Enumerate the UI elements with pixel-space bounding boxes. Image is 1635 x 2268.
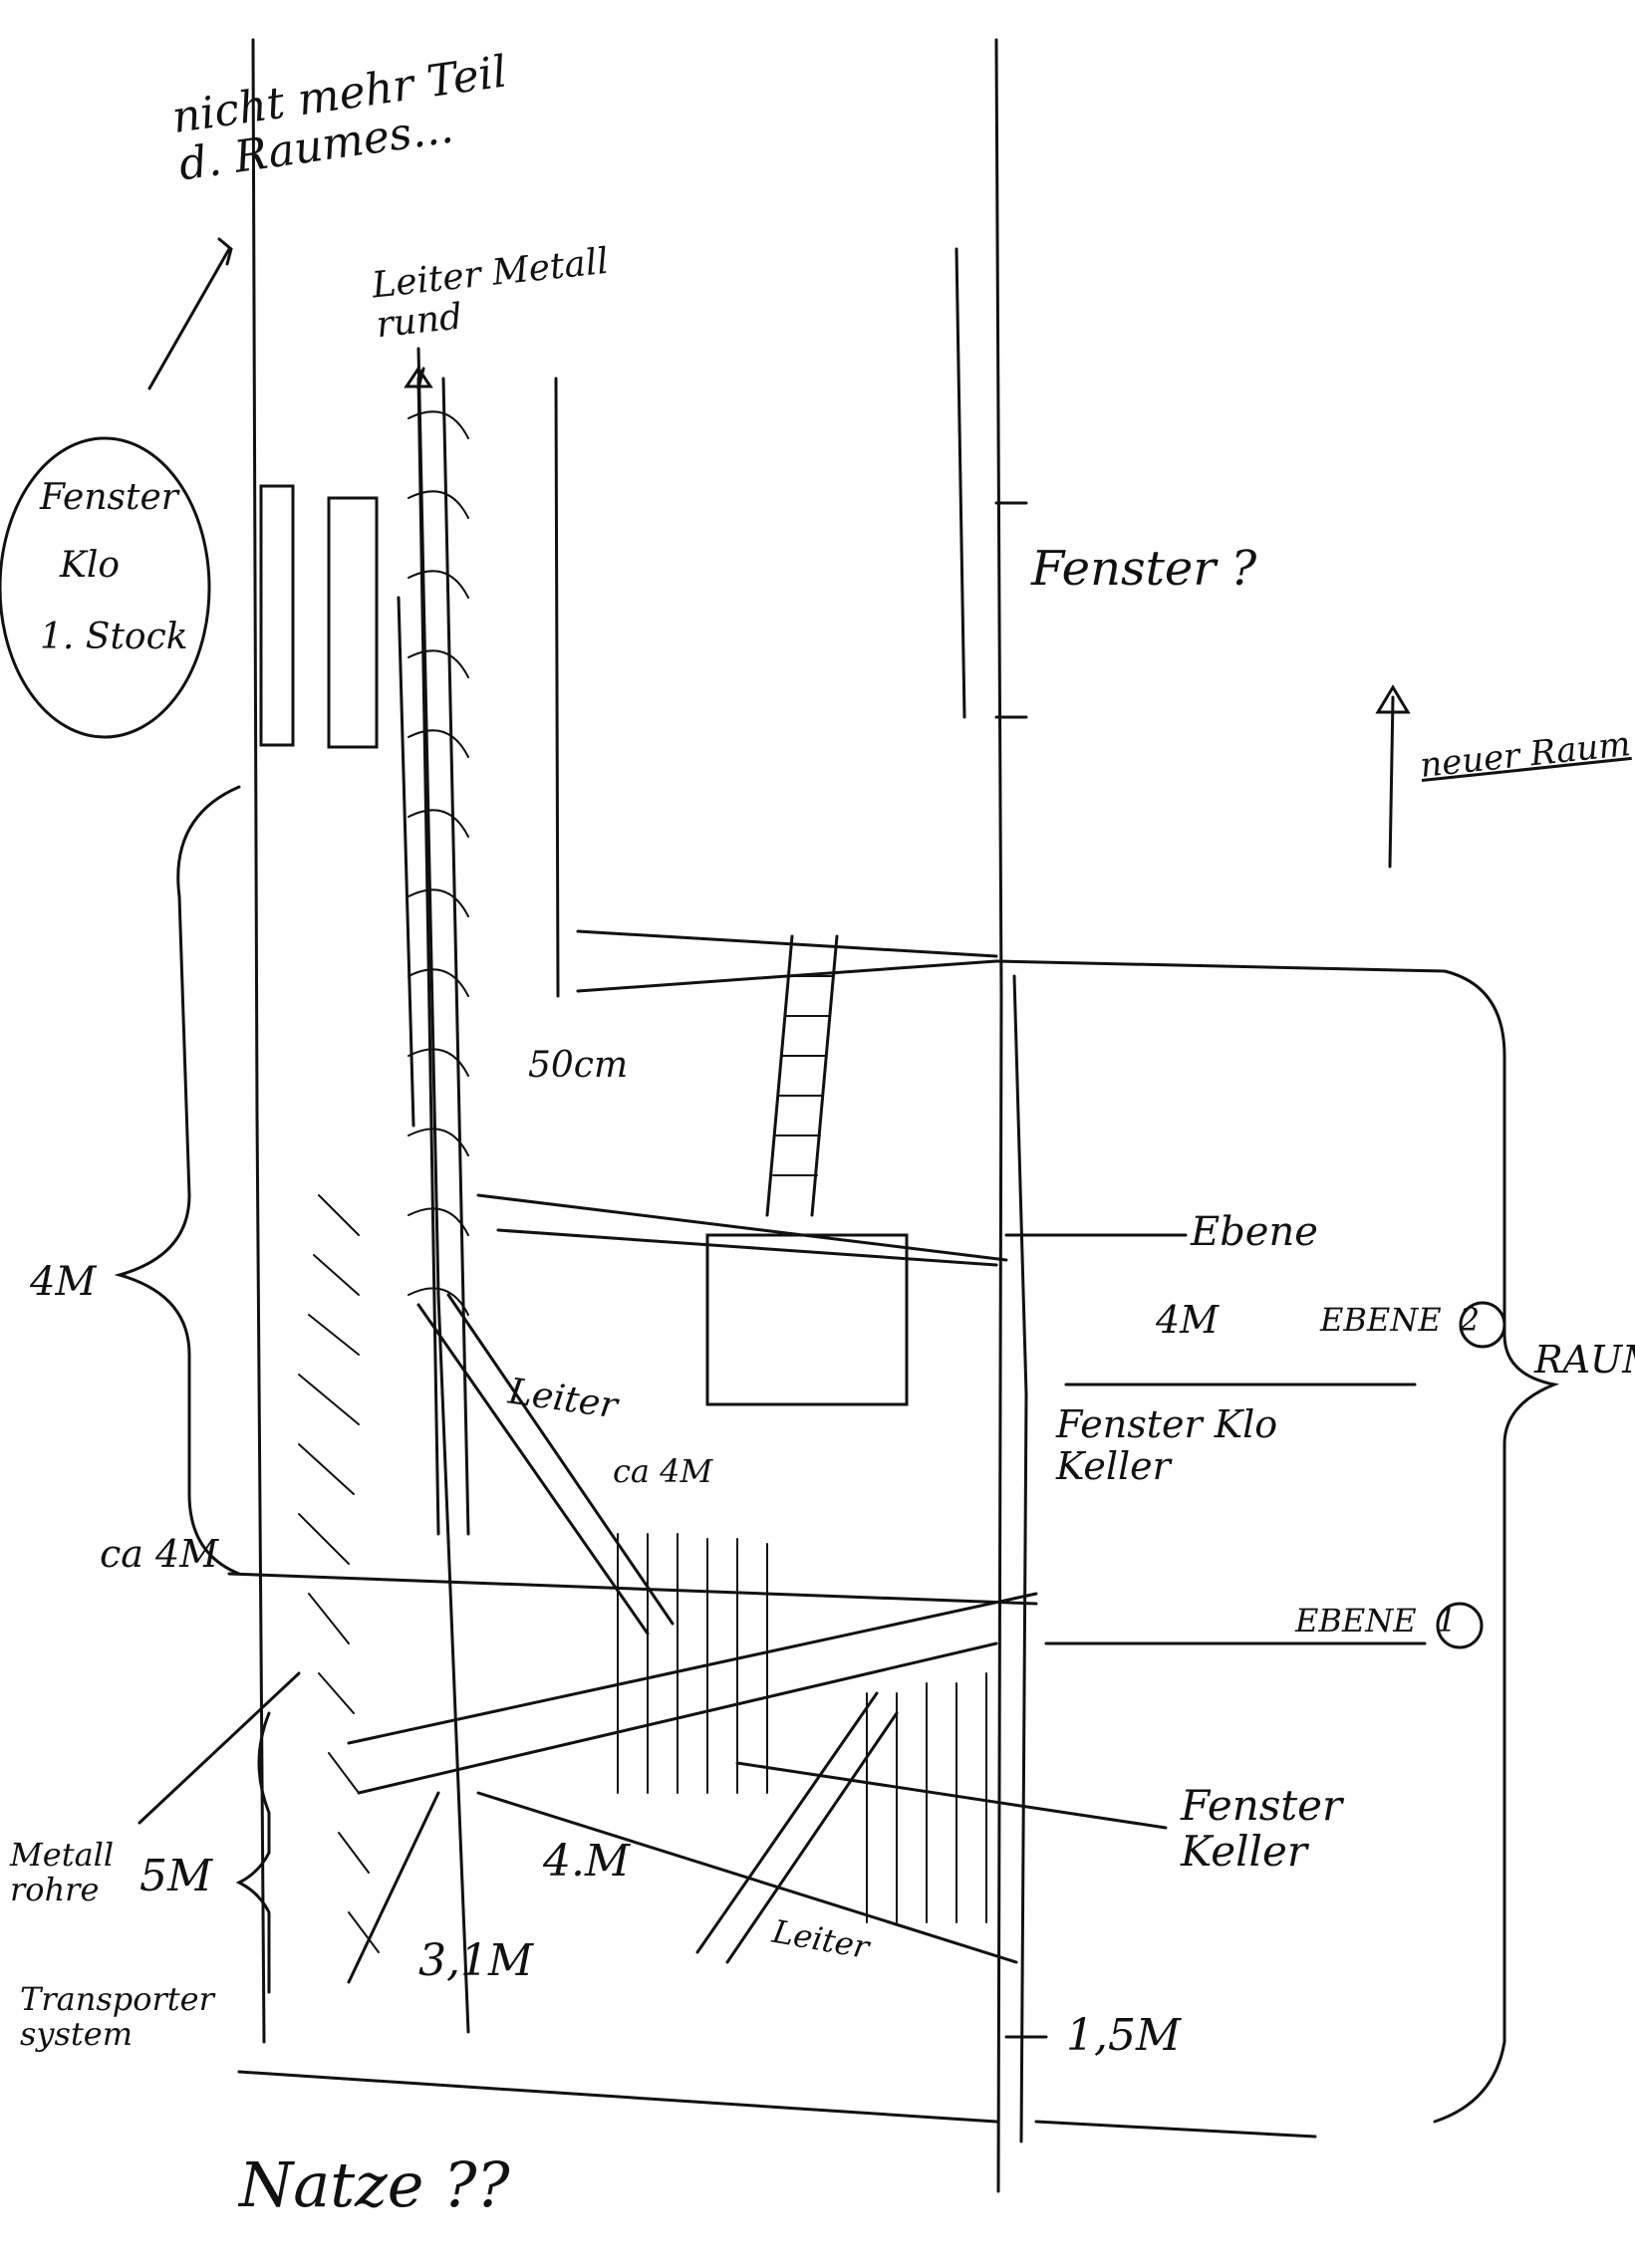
window-toilet-circle <box>0 436 211 739</box>
brace-right <box>994 959 1560 2124</box>
label-4m-left: 4M <box>30 1259 97 1305</box>
brace-left <box>114 785 241 1576</box>
metal-ladder-round <box>416 377 470 1536</box>
label-window-question: Fenster ? <box>1031 541 1257 597</box>
label-5m: 5M <box>139 1851 213 1901</box>
label-window-toilet-3: 1. Stock <box>40 617 188 657</box>
label-ca-4m-center: ca 4M <box>613 1452 713 1490</box>
ladder-lower <box>695 1691 899 1964</box>
left-inner-wall <box>416 347 470 2034</box>
inner-shaft-right <box>954 247 966 719</box>
label-room: RAUM <box>1534 1338 1635 1382</box>
level-1-circle <box>1436 1602 1484 1649</box>
ebene-line <box>476 1193 1008 1267</box>
label-window-toilet-2: Klo <box>60 545 121 586</box>
right-wall <box>994 38 1003 2193</box>
level-1-text: EBENE <box>1295 1602 1417 1639</box>
label-transport-system: Transporter system <box>20 1980 214 2054</box>
ladder-middle <box>416 1293 675 1636</box>
window-toilet-2 <box>327 496 379 749</box>
ground-line <box>237 2070 1317 2139</box>
level-2-text: EBENE <box>1320 1301 1442 1339</box>
window-toilet-1 <box>259 484 295 747</box>
level-2-circle <box>1459 1301 1506 1349</box>
label-1-5m: 1,5M <box>1066 2010 1182 2061</box>
label-4m-bottom: 4.M <box>543 1836 631 1887</box>
ladder-upper <box>765 934 839 1217</box>
inner-shaft-left <box>554 377 560 998</box>
label-level: Ebene <box>1191 1209 1318 1255</box>
window-cellar-toilet <box>705 1233 909 1406</box>
ladder-upper-rungs <box>772 975 833 1176</box>
label-50cm: 50cm <box>528 1045 629 1086</box>
hatched-wall <box>298 1194 987 1953</box>
label-level-1: EBENE 1 <box>1295 1602 1458 1639</box>
leader-fenster-keller <box>735 1761 1168 1830</box>
arrow-new-room <box>1375 684 1411 869</box>
label-4m-right: 4M <box>1156 1298 1220 1342</box>
ebene1-line <box>227 1572 1427 1645</box>
leader-fenster <box>994 501 1028 719</box>
right-wall-outer <box>1012 974 1028 2143</box>
label-window-toilet-1: Fenster <box>40 477 178 518</box>
leader-metal <box>137 1671 301 1825</box>
label-3-1m: 3,1M <box>418 1935 534 1986</box>
arrow-up-ladder <box>404 366 433 388</box>
left-inner-wall-2 <box>397 596 415 1128</box>
level-2-number: 2 <box>1459 1301 1481 1339</box>
brace-bottom-left <box>235 1711 271 1994</box>
label-window-cellar: Fenster Keller <box>1181 1781 1343 1877</box>
label-ca-4m-left: ca 4M <box>100 1532 219 1576</box>
label-level-2: EBENE 2 <box>1320 1301 1481 1339</box>
level-1-number: 1 <box>1436 1602 1458 1639</box>
label-metal-pipes: Metall rohre <box>10 1836 115 1909</box>
label-cat: Natze ?? <box>239 2148 510 2221</box>
label-window-toilet-cellar: Fenster Klo Keller <box>1056 1402 1278 1488</box>
ladder-rungs <box>408 410 469 1316</box>
arrow-up-left <box>147 237 233 390</box>
bottom-floor <box>347 1791 1018 1984</box>
